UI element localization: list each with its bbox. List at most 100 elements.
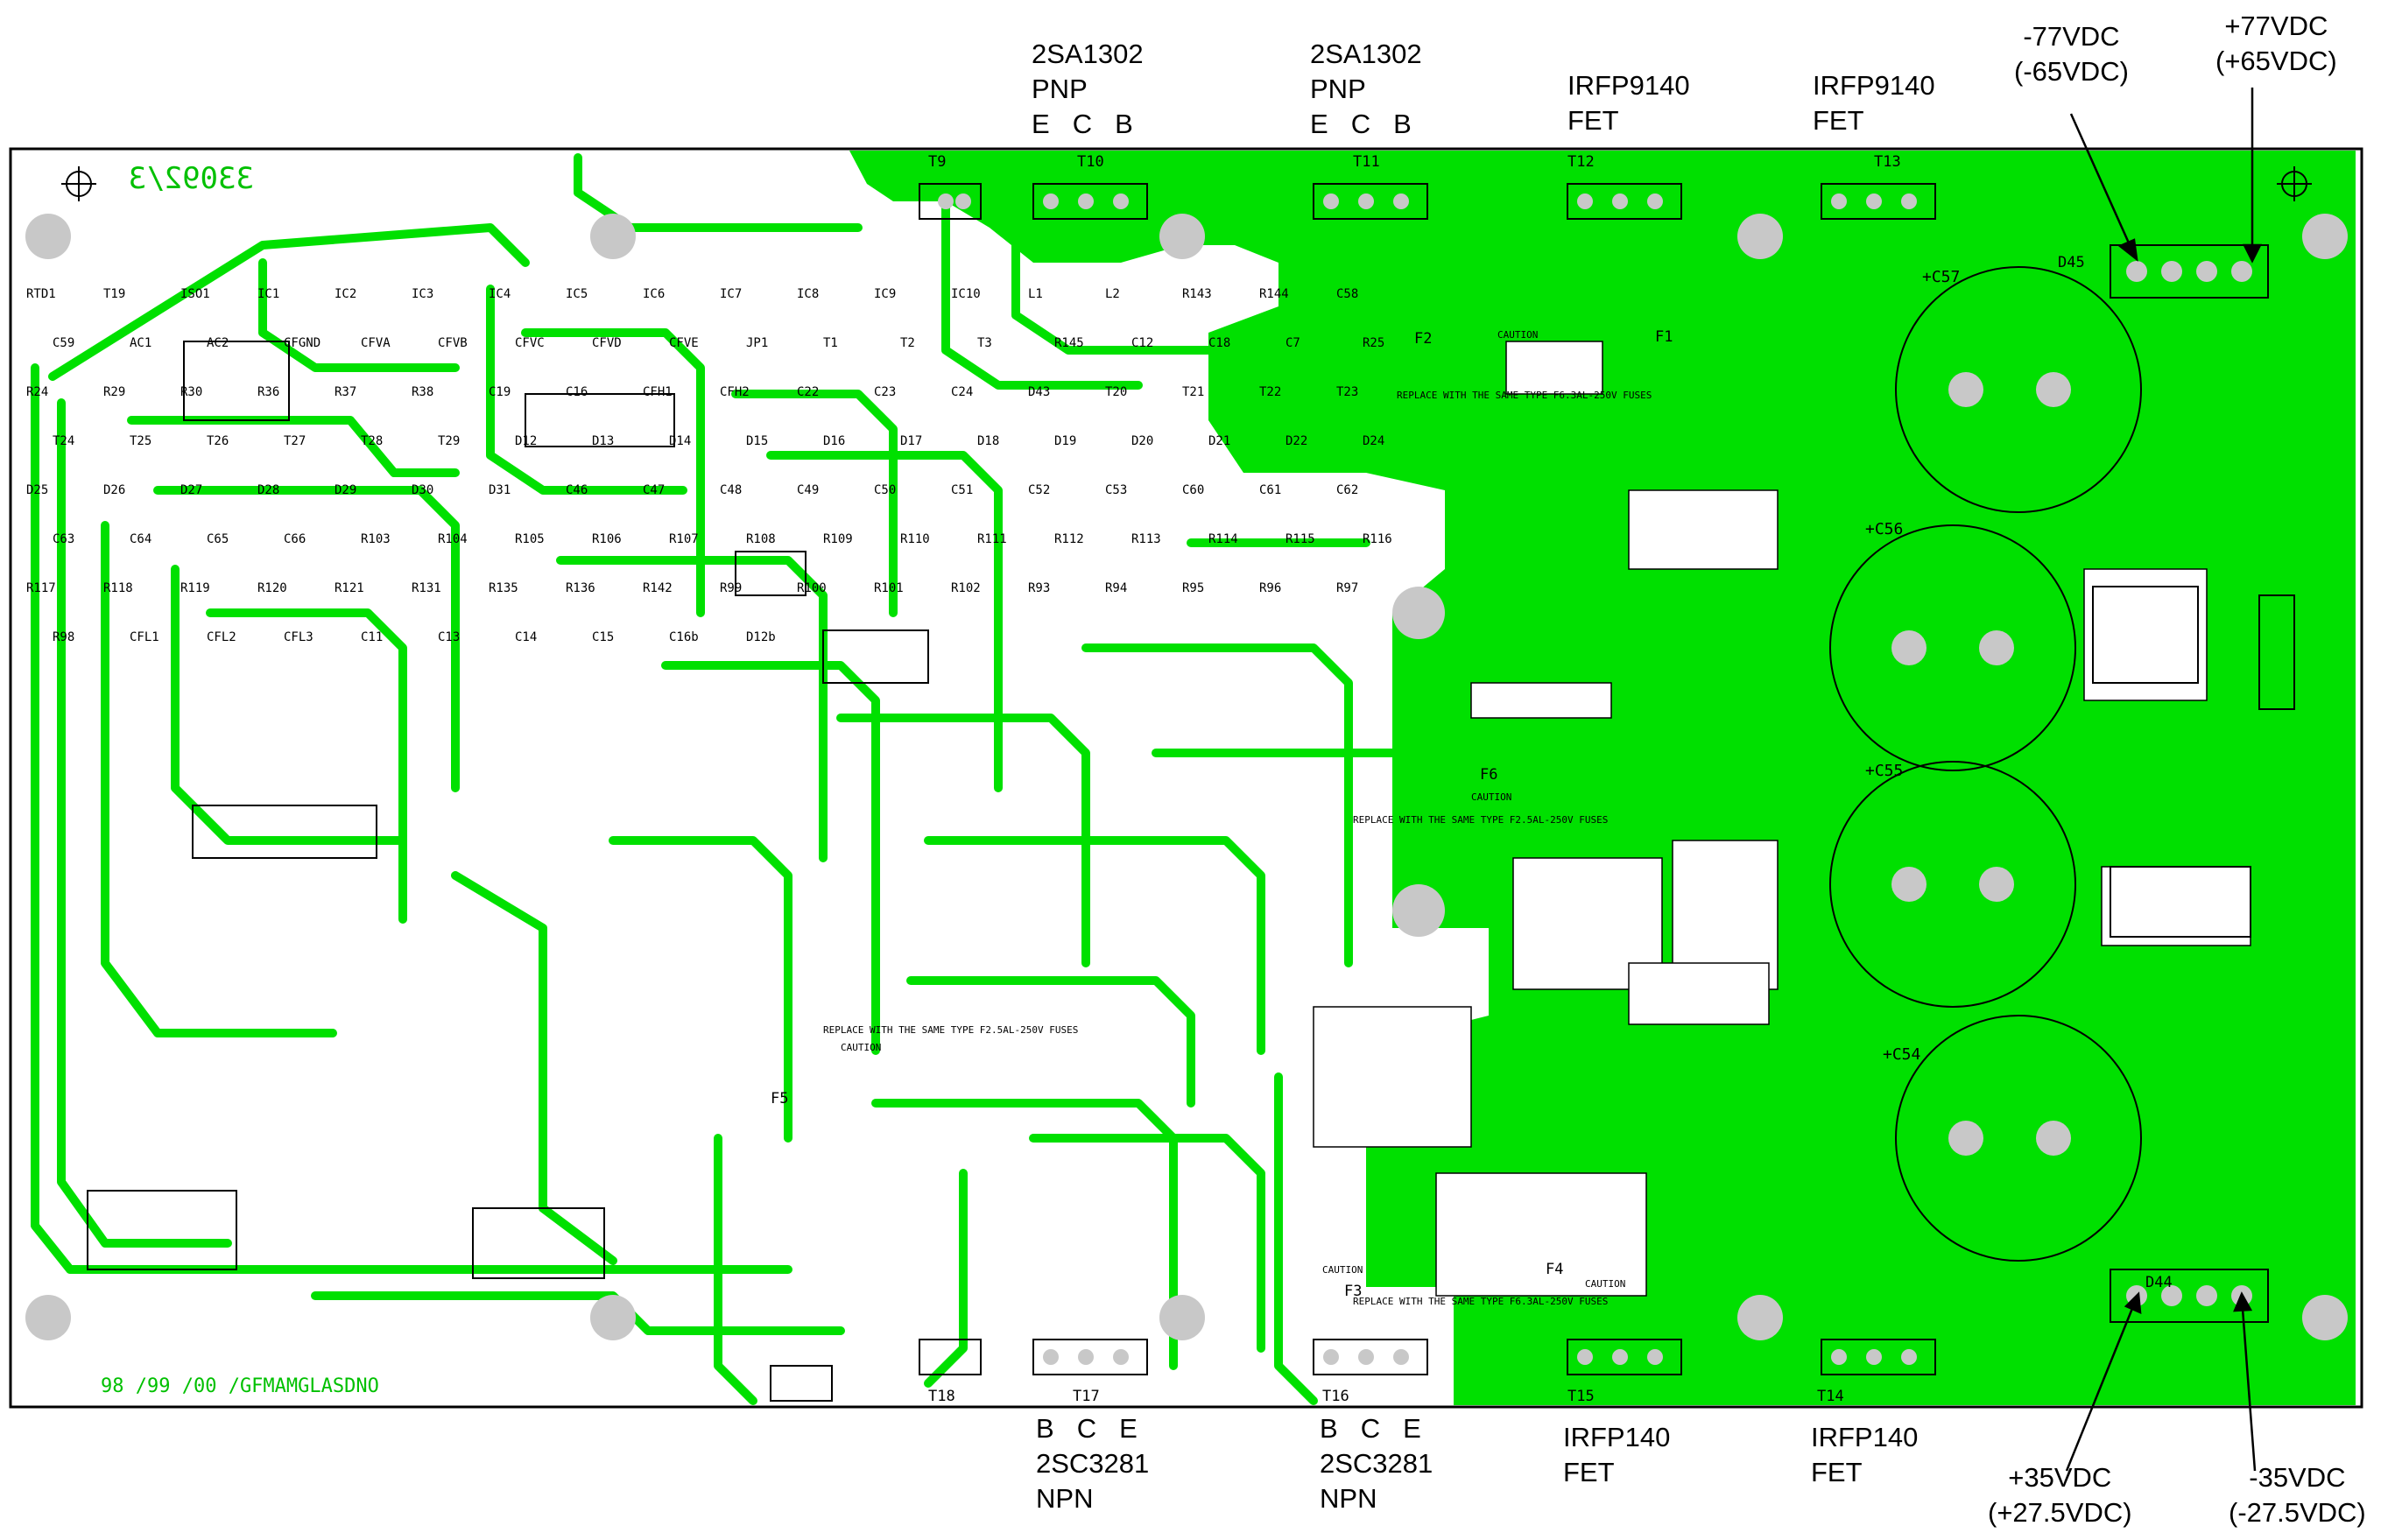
designator: D27 xyxy=(180,483,202,497)
filter-capacitor-pads xyxy=(1891,372,2071,1156)
designator: IC2 xyxy=(335,287,356,301)
designator: CFVE xyxy=(669,336,699,350)
designator: T3 xyxy=(977,336,992,350)
designator: T12 xyxy=(1567,153,1595,171)
rail-voltage-alt: (-27.5VDC) xyxy=(2229,1497,2366,1528)
label-bottom-fet-1: IRFP140 FET xyxy=(1563,1420,1670,1490)
pin-label: B xyxy=(1115,109,1133,139)
part-number: IRFP140 xyxy=(1811,1422,1919,1452)
designator: R99 xyxy=(720,581,742,595)
designator: T23 xyxy=(1336,385,1358,399)
label-rail-pos-low: +35VDC (+27.5VDC) xyxy=(1988,1460,2132,1530)
label-rail-neg-low: -35VDC (-27.5VDC) xyxy=(2229,1460,2366,1530)
part-number: IRFP9140 xyxy=(1813,70,1935,101)
designator: C46 xyxy=(566,483,588,497)
designator: R142 xyxy=(643,581,673,595)
designator: C19 xyxy=(489,385,511,399)
copper-traces-left xyxy=(31,153,1405,1405)
part-number: 2SC3281 xyxy=(1036,1448,1150,1479)
designator: T1 xyxy=(823,336,838,350)
designator: T27 xyxy=(284,434,306,448)
designator: R105 xyxy=(515,532,545,546)
part-number: IRFP140 xyxy=(1563,1422,1671,1452)
part-number: IRFP9140 xyxy=(1567,70,1690,101)
pin-label: C xyxy=(1076,1413,1097,1444)
designator: D20 xyxy=(1131,434,1153,448)
part-kind: FET xyxy=(1563,1457,1615,1487)
designator: T24 xyxy=(53,434,74,448)
designator: +C55 xyxy=(1865,762,1903,780)
filter-capacitor-outlines xyxy=(1829,266,2142,1262)
designator: T19 xyxy=(103,287,125,301)
designator: CFL3 xyxy=(284,630,313,644)
part-kind: FET xyxy=(1813,105,1864,136)
part-number: 2SC3281 xyxy=(1320,1448,1433,1479)
designator: C24 xyxy=(951,385,973,399)
designator: R117 xyxy=(26,581,56,595)
designator: D14 xyxy=(669,434,691,448)
rail-voltage-alt: (-65VDC) xyxy=(2014,56,2129,87)
pin-label: E xyxy=(1403,1413,1421,1444)
fuse-note-f5: REPLACE WITH THE SAME TYPE F2.5AL-250V F… xyxy=(823,1024,1078,1036)
board-bottom-mark: 98 /99 /00 /GFMAMGLASDNO xyxy=(101,1375,379,1397)
designator: R98 xyxy=(53,630,74,644)
designator: R110 xyxy=(900,532,930,546)
designator: C47 xyxy=(643,483,665,497)
designator: ISO1 xyxy=(180,287,210,301)
caution-text-5: CAUTION xyxy=(1585,1278,1625,1290)
designator: F3 xyxy=(1344,1283,1362,1300)
pour-cutouts xyxy=(1313,341,2251,1297)
designator: R30 xyxy=(180,385,202,399)
fuse-notes: REPLACE WITH THE SAME TYPE F6.3AL-250V F… xyxy=(823,329,1652,1307)
label-rail-pos-high: +77VDC (+65VDC) xyxy=(2215,9,2337,79)
designator: C14 xyxy=(515,630,537,644)
designator: C15 xyxy=(592,630,614,644)
designator: R115 xyxy=(1286,532,1315,546)
designator: C52 xyxy=(1028,483,1050,497)
designator: R119 xyxy=(180,581,210,595)
designator: D19 xyxy=(1054,434,1076,448)
pin-label: C xyxy=(1350,109,1371,139)
designator: R107 xyxy=(669,532,699,546)
designator: T25 xyxy=(130,434,151,448)
designator: R29 xyxy=(103,385,125,399)
designator: R113 xyxy=(1131,532,1161,546)
designator: IC9 xyxy=(874,287,896,301)
designator: F1 xyxy=(1655,328,1673,346)
designator: C49 xyxy=(797,483,819,497)
designator: R36 xyxy=(257,385,279,399)
part-number: 2SA1302 xyxy=(1310,39,1422,69)
designator: R111 xyxy=(977,532,1007,546)
designator: C61 xyxy=(1259,483,1281,497)
designator: C16 xyxy=(566,385,588,399)
designator: AC1 xyxy=(130,336,151,350)
designator: D18 xyxy=(977,434,999,448)
rail-voltage: -77VDC xyxy=(2023,21,2120,52)
part-number: 2SA1302 xyxy=(1032,39,1144,69)
pin-label: C xyxy=(1360,1413,1381,1444)
designator: R145 xyxy=(1054,336,1084,350)
designator: CFVB xyxy=(438,336,468,350)
designator: D17 xyxy=(900,434,922,448)
designator: D12b xyxy=(746,630,776,644)
designator: AC2 xyxy=(207,336,229,350)
part-kind: NPN xyxy=(1320,1483,1377,1514)
designator: T2 xyxy=(900,336,915,350)
designator: D13 xyxy=(592,434,614,448)
mounting-holes xyxy=(25,214,2348,1340)
component-outlines xyxy=(87,183,2295,1402)
designator: D44 xyxy=(2145,1274,2173,1291)
designator: R24 xyxy=(26,385,48,399)
designator: IC8 xyxy=(797,287,819,301)
designator: F5 xyxy=(771,1090,788,1108)
rail-voltage: +77VDC xyxy=(2224,11,2328,41)
designator: T11 xyxy=(1353,153,1380,171)
designator: D24 xyxy=(1363,434,1384,448)
pin-label: B xyxy=(1036,1413,1054,1444)
copper-pour-right xyxy=(849,151,2356,1405)
